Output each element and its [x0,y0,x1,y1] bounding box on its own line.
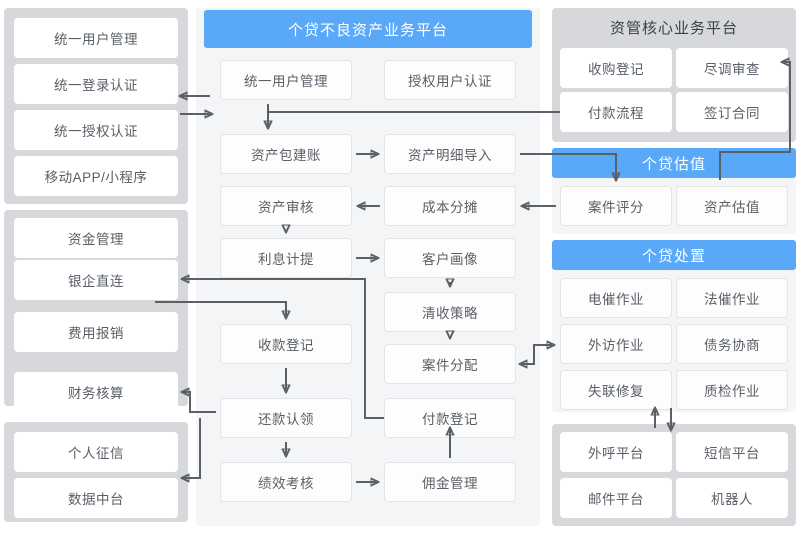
left-item-financial-accounting[interactable]: 财务核算 [14,372,178,412]
right-disposal-header: 个贷处置 [552,240,796,270]
center-node-payment-registration[interactable]: 付款登记 [384,398,516,438]
right-item-quality-inspection[interactable]: 质检作业 [676,370,788,410]
center-node-collection-strategy[interactable]: 清收策略 [384,292,516,332]
center-node-asset-review[interactable]: 资产审核 [220,186,352,226]
center-node-interest-accrual[interactable]: 利息计提 [220,238,352,278]
right-item-sign-contract[interactable]: 签订合同 [676,92,788,132]
right-item-debt-negotiation[interactable]: 债务协商 [676,324,788,364]
center-node-case-assignment[interactable]: 案件分配 [384,344,516,384]
right-item-email-platform[interactable]: 邮件平台 [560,478,672,518]
right-valuation-header: 个贷估值 [552,148,796,178]
center-node-cost-allocation[interactable]: 成本分摊 [384,186,516,226]
left-item-unified-login-auth[interactable]: 统一登录认证 [14,64,178,104]
center-node-receipt-registration[interactable]: 收款登记 [220,324,352,364]
right-item-due-diligence-review[interactable]: 尽调审查 [676,48,788,88]
center-node-repayment-claim[interactable]: 还款认领 [220,398,352,438]
center-node-asset-detail-import[interactable]: 资产明细导入 [384,134,516,174]
left-item-fund-management[interactable]: 资金管理 [14,218,178,258]
right-item-robot[interactable]: 机器人 [676,478,788,518]
right-item-payment-process[interactable]: 付款流程 [560,92,672,132]
center-panel-header: 个贷不良资产业务平台 [204,10,532,48]
center-node-commission-mgmt[interactable]: 佣金管理 [384,462,516,502]
left-item-personal-credit[interactable]: 个人征信 [14,432,178,472]
center-node-unified-user-mgmt[interactable]: 统一用户管理 [220,60,352,100]
right-item-skip-tracing[interactable]: 失联修复 [560,370,672,410]
left-item-mobile-app[interactable]: 移动APP/小程序 [14,156,178,196]
right-item-case-scoring[interactable]: 案件评分 [560,186,672,226]
left-item-bank-enterprise-direct[interactable]: 银企直连 [14,260,178,300]
left-item-unified-user-mgmt[interactable]: 统一用户管理 [14,18,178,58]
center-node-customer-profile[interactable]: 客户画像 [384,238,516,278]
right-item-legal-collection[interactable]: 法催作业 [676,278,788,318]
right-item-field-visit[interactable]: 外访作业 [560,324,672,364]
right-item-purchase-registration[interactable]: 收购登记 [560,48,672,88]
right-item-phone-collection[interactable]: 电催作业 [560,278,672,318]
center-node-performance-review[interactable]: 绩效考核 [220,462,352,502]
right-item-outbound-call-platform[interactable]: 外呼平台 [560,432,672,472]
left-item-expense-reimbursement[interactable]: 费用报销 [14,312,178,352]
left-item-data-middle-platform[interactable]: 数据中台 [14,478,178,518]
right-core-platform-header: 资管核心业务平台 [609,19,738,37]
center-node-authorized-user-auth[interactable]: 授权用户认证 [384,60,516,100]
center-node-asset-package-account[interactable]: 资产包建账 [220,134,352,174]
right-item-asset-valuation[interactable]: 资产估值 [676,186,788,226]
left-item-unified-authorization[interactable]: 统一授权认证 [14,110,178,150]
right-item-sms-platform[interactable]: 短信平台 [676,432,788,472]
